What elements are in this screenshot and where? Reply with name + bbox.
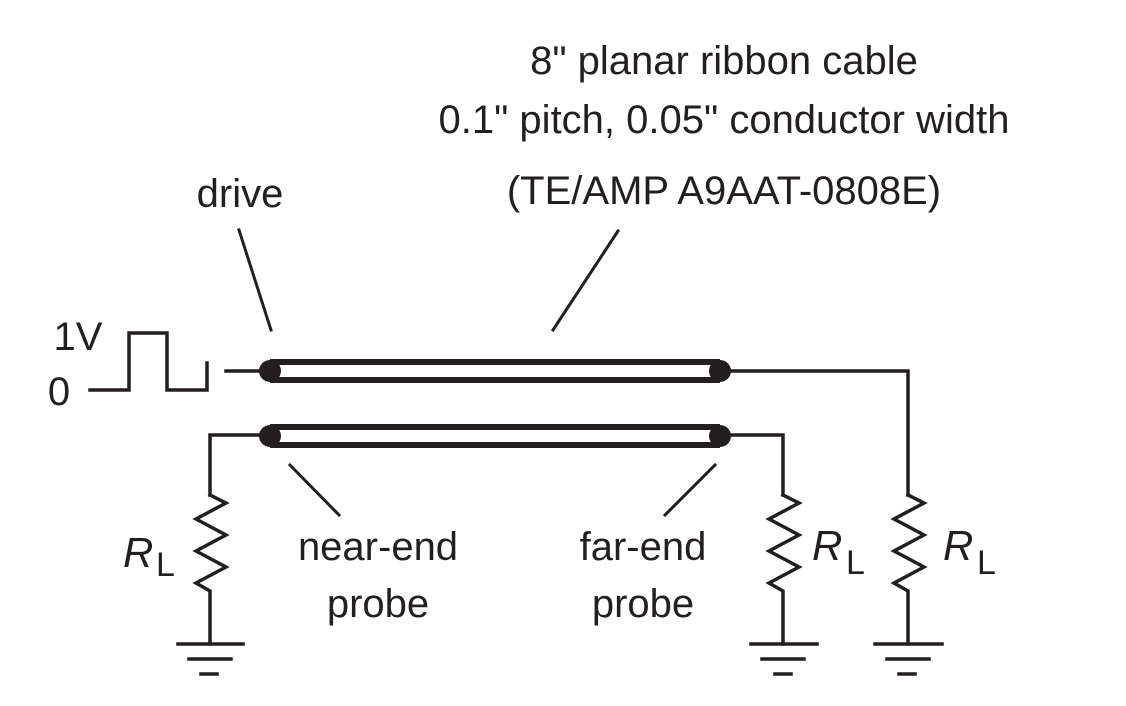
near-end-resistor-icon <box>192 492 230 646</box>
pulse-high-label: 1V <box>54 315 103 359</box>
near-end-leader-line <box>287 462 342 518</box>
cable-leader-line <box>550 228 621 333</box>
title-line-3: (TE/AMP A9AAT-0808E) <box>507 169 941 213</box>
near-end-ground-icon <box>176 642 245 676</box>
title-line-1: 8" planar ribbon cable <box>530 39 918 83</box>
far-end-drive-wire <box>718 369 910 497</box>
far-end-label-line-2: probe <box>592 582 694 626</box>
drive-leader-line <box>237 228 273 332</box>
far-end-drive-ground-icon <box>873 642 944 676</box>
far-end-victim-resistor-subscript: L <box>846 544 865 582</box>
near-end-wire <box>208 433 272 497</box>
far-end-label-line-1: far-end <box>580 525 707 569</box>
near-end-label-line-1: near-end <box>298 525 458 569</box>
pulse-waveform-icon <box>88 331 209 392</box>
far-end-drive-resistor-label: R <box>943 522 973 569</box>
far-end-victim-ground-icon <box>749 642 819 676</box>
drive-near-node <box>259 360 281 382</box>
near-end-label-line-2: probe <box>327 582 429 626</box>
far-end-victim-wire <box>718 433 785 497</box>
drive-label: drive <box>197 172 284 216</box>
pulse-low-label: 0 <box>48 370 70 414</box>
far-end-drive-resistor-subscript: L <box>977 544 996 582</box>
far-end-drive-resistor-icon <box>890 492 928 646</box>
near-end-resistor-subscript: L <box>156 546 175 584</box>
driven-conductor <box>259 359 731 383</box>
near-end-resistor-label: R <box>123 529 153 576</box>
far-end-leader-line <box>662 462 718 518</box>
victim-conductor <box>259 424 731 448</box>
title-line-2: 0.1" pitch, 0.05" conductor width <box>439 98 1010 142</box>
far-end-victim-resistor-label: R <box>812 522 842 569</box>
far-end-victim-resistor-icon <box>765 492 803 646</box>
